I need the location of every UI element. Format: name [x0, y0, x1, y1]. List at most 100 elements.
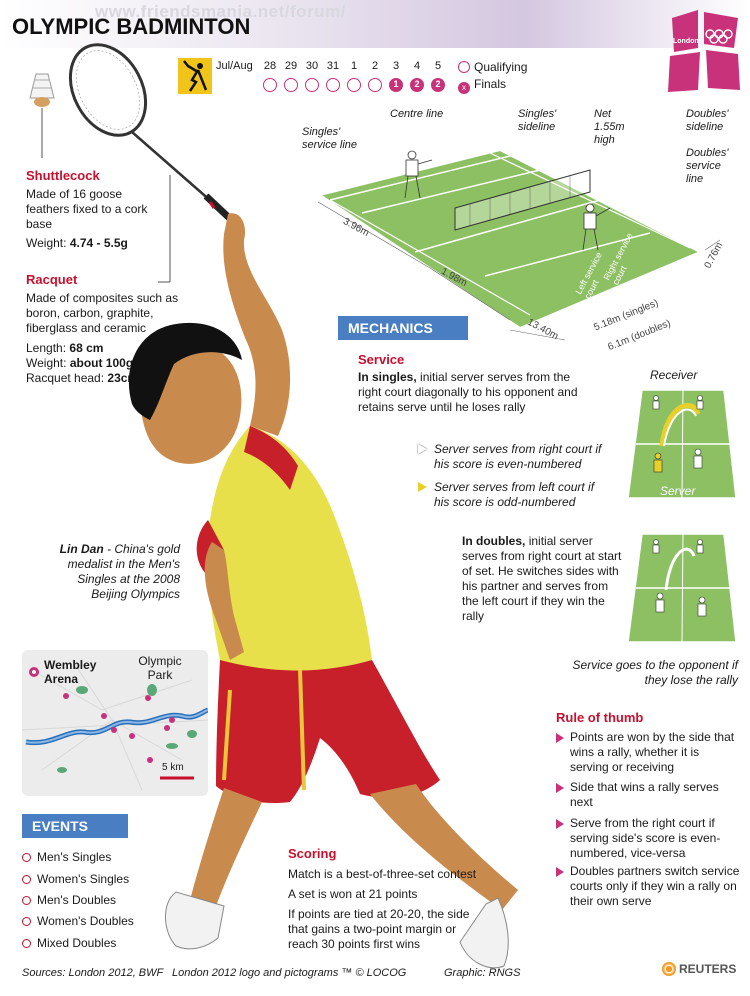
label-centre-line: Centre line — [390, 108, 444, 120]
page-title: OLYMPIC BADMINTON — [12, 14, 251, 39]
racquet-weight: Weight: about 100g — [26, 356, 134, 370]
finals-marker: 2 — [431, 78, 445, 92]
day-label: 1 — [350, 60, 358, 72]
triangle-bullet-icon — [556, 867, 564, 877]
event-item: Men's Singles — [22, 850, 111, 864]
shuttlecock-weight: Weight: 4.74 - 5.5g — [26, 236, 128, 250]
racquet-desc: Made of composites such as boron, carbon… — [26, 291, 179, 335]
month-label: Jul/Aug — [216, 60, 253, 72]
singles-rule: In singles, initial server serves from t… — [358, 370, 578, 414]
label-net: Net 1.55m high — [594, 108, 625, 146]
day-label: 4 — [413, 60, 421, 72]
rule-item: Serve from the right court if serving si… — [556, 816, 741, 861]
venue-map: Wembley Arena Olympic Park 5 km — [22, 650, 208, 796]
events-list: Men's Singles Women's Singles Men's Doub… — [22, 848, 162, 958]
yellow-arrow-icon — [418, 482, 427, 492]
day-label: 28 — [263, 60, 277, 72]
event-bullet-icon — [22, 853, 31, 862]
lin-dan-illustration — [128, 213, 518, 969]
badminton-pictogram-icon — [178, 58, 212, 94]
event-item: Mixed Doubles — [22, 936, 116, 950]
shuttlecock-racquet-illustration — [29, 43, 245, 283]
events-banner: EVENTS — [22, 814, 128, 838]
receiver-label: Receiver — [650, 368, 698, 382]
singles-service-diagram — [627, 389, 737, 499]
odd-score-rule: Server serves from left court if his sco… — [418, 480, 608, 510]
mechanics-banner: MECHANICS — [338, 316, 468, 340]
rule-item: Doubles partners switch service courts o… — [556, 864, 741, 909]
qualifying-marker — [284, 78, 298, 92]
court-player-2 — [582, 203, 611, 251]
day-label: 31 — [326, 60, 340, 72]
reuters-logo: REUTERS — [662, 962, 736, 976]
rule-of-thumb-heading: Rule of thumb — [556, 710, 644, 725]
lin-dan-caption: Lin Dan - China's gold medalist in the M… — [59, 542, 180, 601]
footer-graphic: Graphic: RNGS — [444, 967, 521, 979]
racquet-length: Length: 68 cm — [26, 341, 104, 355]
triangle-bullet-icon — [556, 733, 564, 743]
rule-of-thumb-list: Points are won by the side that wins a r… — [556, 730, 746, 910]
event-bullet-icon — [22, 896, 31, 905]
qualifying-marker — [263, 78, 277, 92]
event-bullet-icon — [22, 939, 31, 948]
london-2012-logo — [668, 10, 740, 92]
rule-item: Side that wins a rally serves next — [556, 780, 741, 810]
day-label: 29 — [284, 60, 298, 72]
shuttlecock-desc: Made of 16 goose feathers fixed to a cor… — [26, 187, 148, 231]
day-row: 28 29 30 31 1 2 3 4 5 1 2 2 — [261, 60, 451, 96]
qualifying-marker — [326, 78, 340, 92]
reuters-dots-icon — [662, 962, 676, 976]
label-singles-service-line: Singles' service line — [302, 126, 358, 151]
label-doubles-sideline: Doubles' sideline — [686, 108, 729, 133]
shuttlecock-heading: Shuttlecock — [26, 168, 100, 183]
event-bullet-icon — [22, 917, 31, 926]
triangle-bullet-icon — [556, 819, 564, 829]
map-graphic — [22, 659, 208, 791]
event-item: Women's Singles — [22, 872, 129, 886]
qualifying-marker — [347, 78, 361, 92]
doubles-service-diagram — [627, 533, 737, 643]
event-item: Men's Doubles — [22, 893, 116, 907]
racquet-heading: Racquet — [26, 272, 78, 287]
finals-marker: 1 — [389, 78, 403, 92]
scoring-p3: If points are tied at 20-20, the side th… — [288, 907, 470, 951]
scoring-heading: Scoring — [288, 846, 337, 861]
qualifying-marker — [305, 78, 319, 92]
day-label: 5 — [434, 60, 442, 72]
qualifying-marker — [368, 78, 382, 92]
map-wembley: Wembley Arena — [44, 658, 97, 686]
watermark: www.friendsmania.net/forum/ — [95, 2, 346, 21]
court-player-1 — [404, 150, 433, 199]
logo-text: London — [673, 38, 699, 45]
finals-marker: 2 — [410, 78, 424, 92]
legend-qualifying: Qualifying — [458, 60, 527, 74]
shuttlecock-section: Shuttlecock Made of 16 goose feathers fi… — [26, 168, 158, 251]
service-heading: Service — [358, 352, 405, 367]
rule-item: Points are won by the side that wins a r… — [556, 730, 741, 775]
day-label: 30 — [305, 60, 319, 72]
map-olympic-park: Olympic Park — [138, 654, 182, 682]
lin-dan-name: Lin Dan — [59, 542, 104, 556]
triangle-bullet-icon — [556, 783, 564, 793]
doubles-rule: In doubles, initial server serves from r… — [462, 534, 622, 623]
event-bullet-icon — [22, 875, 31, 884]
header-band — [0, 0, 750, 48]
even-score-rule: Server serves from right court if his sc… — [418, 442, 608, 472]
footer-sources: Sources: London 2012, BWF — [22, 967, 164, 979]
label-singles-sideline: Singles' sideline — [518, 108, 557, 133]
shuttlecock-icon — [29, 73, 55, 158]
white-arrow-icon — [418, 444, 427, 454]
day-label: 3 — [392, 60, 400, 72]
scoring-p1: Match is a best-of-three-set contest — [288, 867, 477, 881]
scoring-section: Scoring Match is a best-of-three-set con… — [288, 846, 482, 952]
map-scale: 5 km — [162, 762, 184, 773]
server-label: Server — [660, 484, 696, 498]
event-item: Women's Doubles — [22, 914, 134, 928]
day-label: 2 — [371, 60, 379, 72]
scoring-p2: A set is won at 21 points — [288, 887, 418, 901]
opponent-rule: Service goes to the opponent if they los… — [572, 658, 738, 687]
label-doubles-service-line: Doubles' service line — [686, 147, 729, 185]
